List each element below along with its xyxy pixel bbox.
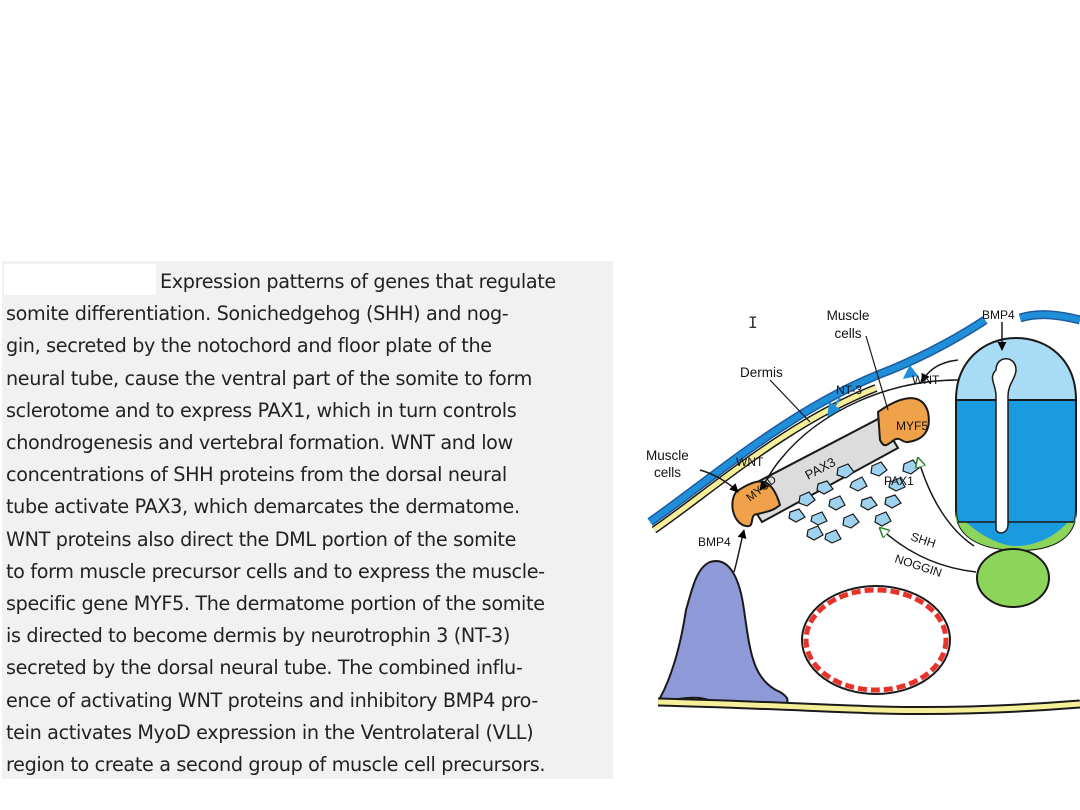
surface-ectoderm-yellow-fill — [652, 385, 877, 533]
notochord — [976, 548, 1050, 608]
caption-line: to form muscle precursor cells and to ex… — [6, 559, 545, 583]
muscle-cells-left-arrow — [699, 469, 739, 493]
wnt-top-blue-arrow — [902, 364, 919, 379]
aorta — [801, 585, 951, 695]
myod-region — [731, 480, 782, 528]
muscle-cells-left-label-1: Muscle — [646, 448, 689, 463]
wnt-top-arrow — [921, 359, 959, 383]
muscle-cells-top-line — [865, 335, 889, 411]
bmp4-arrow — [733, 529, 747, 573]
myf5-label: MYF5 — [896, 419, 928, 433]
surface-ectoderm-blue-fill — [648, 317, 987, 525]
muscle-cells-left-label-2: cells — [654, 465, 681, 480]
wnt-left-label: WNT — [736, 455, 764, 469]
shh-to-sclerotome-arrow — [880, 528, 977, 573]
dermis-label: Dermis — [740, 365, 783, 380]
caption-line: sclerotome and to express PAX1, which in… — [6, 398, 517, 422]
caption-line: somite differentiation. Sonichedgehog (S… — [6, 302, 509, 326]
figure-caption: Expression patterns of genes that regula… — [6, 266, 610, 781]
muscle-cells-top-label-1: Muscle — [827, 308, 870, 323]
dermis-line — [769, 379, 811, 423]
dermomyotome — [731, 397, 930, 528]
bmp4-top-label: BMP4 — [982, 308, 1015, 322]
shh-label: SHH — [909, 530, 937, 551]
aorta-wall — [803, 587, 949, 693]
neural-tube — [954, 336, 1078, 552]
redacted-figure-label — [4, 264, 156, 295]
lateral-plate-mesoderm — [658, 560, 789, 709]
caption-line: specific gene MYF5. The dermatome portio… — [6, 592, 545, 616]
endoderm-yellow-fill — [657, 699, 1080, 714]
neural-canal — [991, 358, 1017, 534]
shh-to-myf5-arrow — [918, 458, 975, 547]
caption-line: is directed to become dermis by neurotro… — [6, 624, 511, 648]
myf5-region — [876, 397, 930, 447]
caption-line: region to create a second group of muscl… — [6, 753, 546, 777]
bmp4-left-label: BMP4 — [698, 535, 731, 549]
nt3-label: NT-3 — [836, 383, 862, 397]
caption-line: tube activate PAX3, which demarcates the… — [6, 495, 520, 519]
muscle-cells-top-label-2: cells — [834, 326, 861, 341]
nt3-arrow — [827, 397, 841, 418]
caption-line: tein activates MyoD expression in the Ve… — [6, 720, 534, 744]
caption-line: gin, secreted by the notochord and floor… — [6, 334, 492, 358]
sclerotome-cells — [788, 459, 920, 544]
caption-line: neural tube, cause the ventral part of t… — [6, 366, 532, 390]
caption-line: WNT proteins also direct the DML portion… — [6, 527, 517, 551]
text-cursor-icon: I — [748, 313, 758, 332]
caption-line: chondrogenesis and vertebral formation. … — [6, 431, 513, 455]
wnt-to-myod-arrow — [759, 379, 959, 491]
wnt-top-label: WNT — [912, 373, 940, 387]
caption-line: secreted by the dorsal neural tube. The … — [6, 656, 523, 680]
caption-line: concentrations of SHH proteins from the … — [6, 463, 507, 487]
somite-differentiation-diagram: Muscle cells BMP4 Dermis NT-3 WNT MYF5 P… — [646, 308, 1080, 716]
pax1-label: PAX1 — [884, 474, 914, 488]
dorsal-ectoderm-right-fill — [1019, 311, 1080, 323]
caption-line: ence of activating WNT proteins and inhi… — [6, 688, 538, 712]
caption-line: Expression patterns of genes that regula… — [160, 270, 556, 293]
caption-scan-background — [2, 261, 613, 779]
